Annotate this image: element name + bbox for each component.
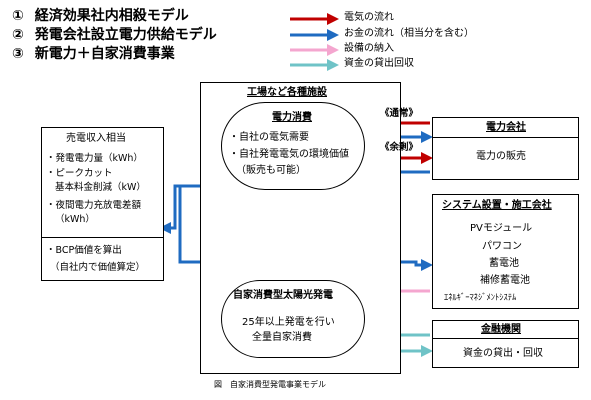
system-company-title: システム設置・施工会社: [442, 200, 552, 211]
power-company-box: [432, 117, 579, 180]
revenue-divider: [41, 237, 164, 238]
revenue-item-2: ・ピークカット: [46, 168, 113, 179]
consumption-item-3: （販売も可能）: [236, 165, 306, 176]
figure-caption: 図 自家消費型発電事業モデル: [214, 380, 326, 389]
facility-title: 工場など各種施設: [247, 87, 327, 98]
consumption-node: [221, 102, 365, 190]
model-num-3: ③: [12, 46, 24, 62]
legend-label-electricity: 電気の流れ: [344, 12, 394, 23]
consumption-item-2: ・自社発電電気の環境価値: [229, 149, 349, 160]
flow-label-normal: 《通常》: [380, 108, 419, 119]
finance-title: 金融機関: [481, 324, 521, 335]
consumption-title: 電力消費: [272, 112, 312, 123]
power-company-divider: [432, 137, 579, 138]
consumption-item-1: ・自社の電気需要: [229, 132, 309, 143]
system-item-2: パワコン: [482, 241, 522, 252]
legend-label-money: お金の流れ（相当分を含む）: [344, 28, 474, 39]
system-item-5: ｴﾈﾙｷﾞｰﾏﾈｼﾞﾒﾝﾄｼｽﾃﾑ: [444, 293, 517, 303]
solar-node: [221, 280, 365, 358]
finance-box: [432, 320, 579, 368]
finance-desc: 資金の貸出・回収: [463, 348, 543, 359]
model-item-1: ① 経済効果社内相殺モデル: [12, 9, 189, 23]
revenue-item-4: ・夜間電力充放電差額: [46, 200, 142, 211]
legend-label-loan: 資金の貸出回収: [344, 58, 414, 69]
model-label-2: 発電会社設立電力供給モデル: [34, 27, 217, 43]
model-item-3: ③ 新電力＋自家消費事業: [12, 47, 175, 61]
model-num-2: ②: [12, 27, 24, 43]
revenue-item-1: ・発電電力量（kWh）: [46, 153, 143, 164]
power-company-desc: 電力の販売: [476, 151, 526, 162]
power-company-title: 電力会社: [486, 122, 526, 133]
system-company-box: [432, 194, 579, 309]
system-item-3: 蓄電池: [489, 258, 519, 269]
model-label-3: 新電力＋自家消費事業: [34, 46, 175, 62]
legend-label-equipment: 設備の納入: [344, 43, 394, 54]
model-label-1: 経済効果社内相殺モデル: [34, 8, 189, 24]
revenue-box: [41, 127, 164, 281]
finance-divider: [432, 338, 579, 339]
solar-title: 自家消費型太陽光発電: [233, 290, 333, 301]
revenue-item-3: 基本料金削減（kW）: [55, 182, 146, 193]
solar-line-1: 25年以上発電を行い: [242, 317, 335, 328]
revenue-title: 売電収入相当: [66, 133, 126, 144]
system-item-4: 補修蓄電池: [480, 275, 530, 286]
system-item-1: PVモジュール: [470, 223, 533, 234]
revenue-bcp-1: ・BCP価値を算出: [46, 245, 122, 256]
model-item-2: ② 発電会社設立電力供給モデル: [12, 28, 217, 42]
flow-label-surplus: 《余剰》: [380, 142, 419, 153]
model-num-1: ①: [12, 8, 24, 24]
solar-line-2: 全量自家消費: [252, 332, 312, 343]
revenue-bcp-2: （自社内で価値算定）: [50, 262, 146, 273]
revenue-item-5: （kWh）: [55, 214, 95, 225]
